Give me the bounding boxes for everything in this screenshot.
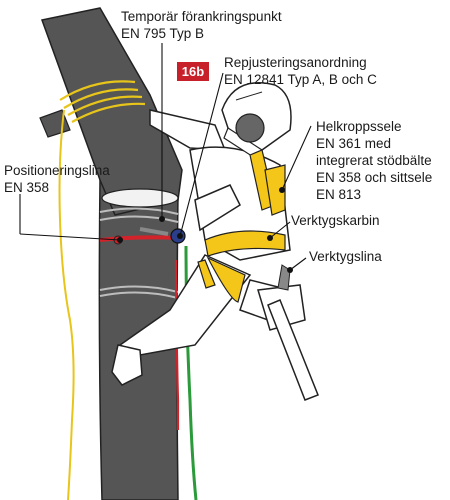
harness: [197, 149, 286, 303]
helmet: [221, 82, 292, 161]
anchor-label-line1: Temporär förankringspunkt: [121, 9, 282, 24]
toollanyard-label: Verktygslina: [309, 249, 382, 264]
anchor-label: Temporär förankringspunkt EN 795 Typ B: [121, 8, 282, 42]
positioning-label-line1: Positioneringslina: [4, 163, 110, 178]
harness-label-line5: EN 813: [316, 187, 362, 202]
harness-label: Helkroppssele EN 361 med integrerat stöd…: [316, 118, 432, 203]
positioning-label-line2: EN 358: [4, 180, 50, 195]
chainsaw: [257, 264, 319, 401]
harness-label-line2: EN 361 med: [316, 136, 392, 151]
lower-trunk-wraps: [99, 207, 179, 299]
figure-badge: 16b: [177, 62, 209, 81]
karabiner-label: Verktygskarbin: [291, 213, 380, 228]
harness-label-line1: Helkroppssele: [316, 119, 402, 134]
adjuster-label-line2: EN 12841 Typ A, B och C: [224, 72, 377, 87]
anchor-rope-wraps: [59, 80, 146, 123]
harness-label-line3: integrerat stödbälte: [316, 153, 432, 168]
climbing-line-yellow: [58, 109, 75, 500]
harness-label-line4: EN 358 och sittsele: [316, 170, 433, 185]
anchor-label-line2: EN 795 Typ B: [121, 26, 205, 41]
adjuster-label-line1: Repjusteringsanordning: [224, 55, 367, 70]
positioning-label: Positioneringslina EN 358: [4, 162, 110, 196]
adjuster-label: Repjusteringsanordning EN 12841 Typ A, B…: [224, 54, 377, 88]
leader-lines: [19, 43, 312, 271]
